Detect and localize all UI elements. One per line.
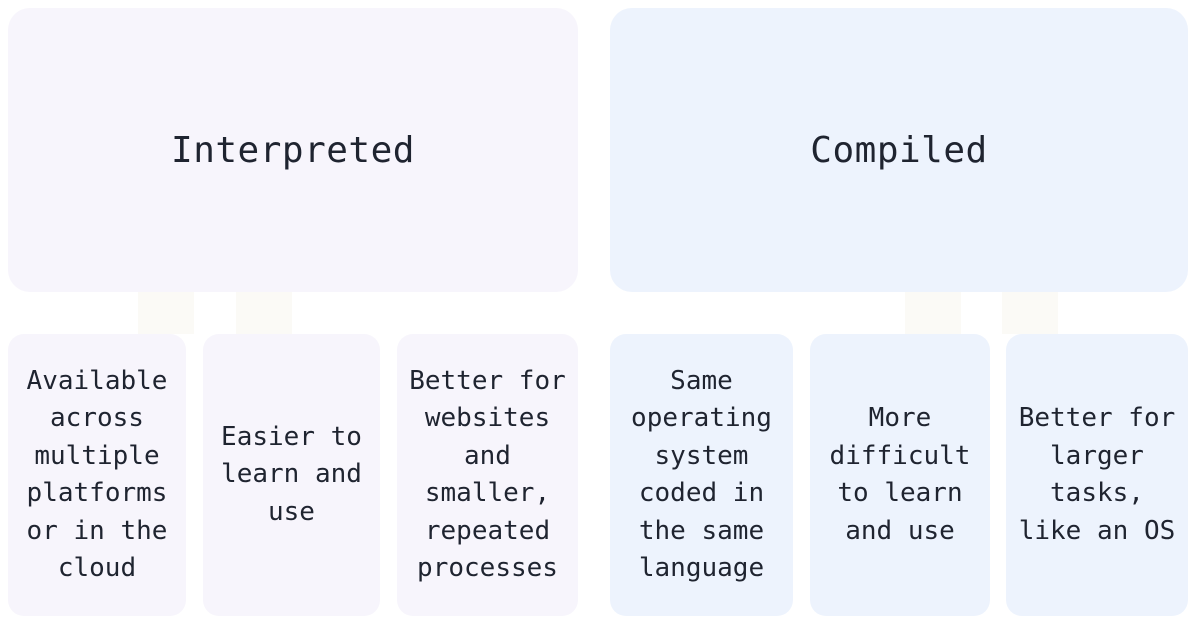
interpreted-item-box: Easier to learn and use bbox=[203, 334, 380, 616]
compiled-item-box: Better for larger tasks, like an OS bbox=[1006, 334, 1188, 616]
interpreted-item-text: Easier to learn and use bbox=[221, 421, 362, 527]
compiled-category-box: Compiled bbox=[610, 8, 1188, 292]
compiled-item-text: Same operating system coded in the same … bbox=[631, 365, 772, 584]
compiled-item-box: Same operating system coded in the same … bbox=[610, 334, 793, 616]
interpreted-item-box: Better for websites and smaller, repeate… bbox=[397, 334, 578, 616]
compiled-title: Compiled bbox=[810, 129, 988, 171]
compiled-item-text: Better for larger tasks, like an OS bbox=[1018, 403, 1176, 546]
connector-compiled-1 bbox=[905, 292, 961, 334]
interpreted-item-box: Available across multiple platforms or i… bbox=[8, 334, 186, 616]
interpreted-item-text: Available across multiple platforms or i… bbox=[26, 365, 168, 584]
interpreted-category-box: Interpreted bbox=[8, 8, 578, 292]
compiled-item-text: More difficult to learn and use bbox=[829, 403, 971, 546]
interpreted-item-text: Better for websites and smaller, repeate… bbox=[409, 365, 566, 584]
interpreted-title: Interpreted bbox=[171, 129, 415, 171]
connector-interpreted-2 bbox=[236, 292, 292, 334]
compiled-item-box: More difficult to learn and use bbox=[810, 334, 990, 616]
connector-interpreted-1 bbox=[138, 292, 194, 334]
connector-compiled-2 bbox=[1002, 292, 1058, 334]
